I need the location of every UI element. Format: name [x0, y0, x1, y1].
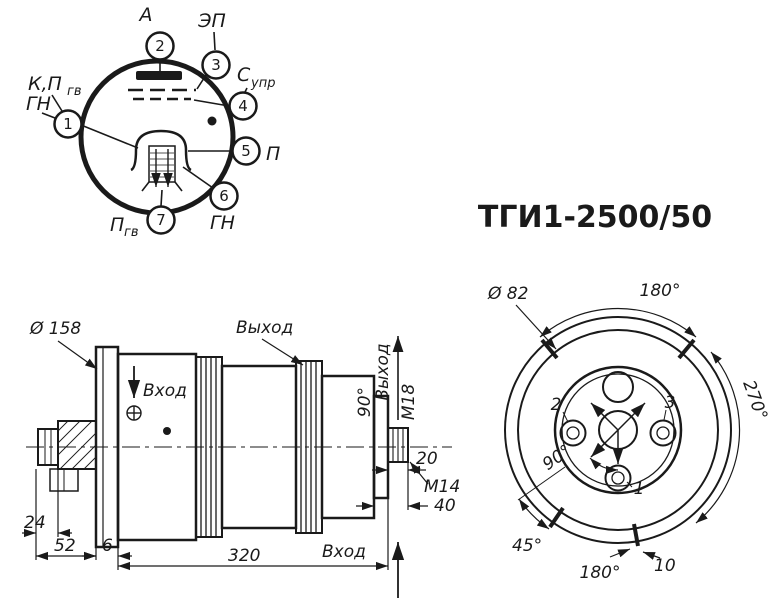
pin-1-number: 1 — [63, 115, 73, 133]
label-anode: А — [138, 4, 153, 26]
exhaust-tip — [602, 371, 634, 403]
ignitor-dot — [207, 116, 217, 126]
terminal-3-number: 3 — [665, 393, 676, 413]
pin-2-number: 2 — [155, 37, 165, 55]
dim-6-label: 6 — [102, 536, 113, 556]
pin-3-number: 3 — [211, 56, 221, 74]
label-ctrl-grid: С — [237, 64, 251, 86]
left-terminal — [37, 420, 97, 492]
label-gn6: ГН — [210, 212, 235, 234]
side-view: Ø 158 Выход Вход Выход 90° М18 20 М14 40… — [22, 318, 460, 598]
cathode-shield — [130, 129, 192, 172]
angle-45-label: 45° — [512, 536, 542, 556]
terminal-1-number: 1 — [634, 479, 645, 499]
m18-label: М18 — [399, 384, 419, 420]
dim-320-label: 320 — [228, 546, 260, 566]
terminal-2-number: 2 — [551, 395, 562, 415]
center-arrows — [590, 402, 646, 464]
label-cathode-sub: гв — [67, 84, 82, 99]
pin-7-number: 7 — [156, 211, 166, 229]
label-ctrl-grid-sub: упр — [250, 76, 275, 91]
pin-circles — [53, 31, 261, 235]
label-cathode: К,П — [28, 73, 62, 95]
internal-electrodes — [128, 71, 217, 192]
pin-6-number: 6 — [219, 187, 229, 205]
index-dot — [163, 427, 171, 435]
arc-180-top — [539, 307, 697, 338]
m14-label: М14 — [424, 477, 460, 497]
pinout-diagram: 1 2 3 4 5 6 7 А ЭП С упр П ГН П гв К,П г… — [26, 4, 280, 240]
terminals — [559, 419, 677, 492]
pin-7-circle — [146, 205, 176, 235]
pin-2-circle — [145, 31, 175, 61]
pin-leaders — [41, 31, 248, 207]
label-gn1: ГН — [26, 93, 51, 115]
dim-20-label: 20 — [416, 449, 438, 469]
angle-270-label: 270° — [738, 378, 771, 423]
dim-10-arrows — [609, 548, 661, 560]
arc-45-bl — [518, 498, 550, 530]
pin-5-circle — [231, 136, 261, 166]
arc-270-right — [695, 351, 741, 524]
pin-1-circle — [53, 109, 83, 139]
dim-10-label: 10 — [654, 556, 676, 576]
polarity-mark — [126, 405, 142, 421]
input-inner-label: Вход — [143, 381, 187, 401]
label-ep: ЭП — [197, 10, 226, 32]
pin-6-circle — [209, 181, 239, 211]
dim-20 — [372, 462, 426, 475]
output-top-label: Выход — [236, 318, 293, 338]
angle-180-top-label: 180° — [640, 281, 681, 301]
tube-envelope-circle — [78, 58, 236, 216]
anode-bar — [136, 71, 182, 80]
input-bottom-label: Вход — [322, 542, 366, 562]
dim-40-label: 40 — [434, 496, 456, 516]
outer-circle — [504, 316, 732, 544]
pin-4-circle — [228, 91, 258, 121]
dia-158-label: Ø 158 — [29, 319, 81, 339]
tube-body — [94, 345, 409, 549]
end-view: Ø 82 180° 270° 90° 45° 180° 10 2 3 1 — [487, 281, 771, 583]
dim-24-label: 24 — [24, 513, 46, 533]
dim-52-label: 52 — [54, 536, 76, 556]
dim-bottom — [22, 465, 389, 571]
arc-90 — [589, 457, 619, 474]
dim-40 — [356, 474, 428, 511]
pin-3-circle — [201, 50, 231, 80]
output-right-label: Выход — [373, 343, 393, 400]
angle-180-bottom-label: 180° — [580, 563, 621, 583]
label-p7-sub: гв — [124, 225, 139, 240]
label-p5: П — [266, 143, 280, 165]
body-circle — [553, 365, 683, 495]
label-p7: П — [110, 214, 124, 236]
pin-4-number: 4 — [238, 97, 248, 115]
keying-slots — [540, 338, 696, 547]
part-number-title: ТГИ1-2500/50 — [478, 200, 712, 235]
angle-90-label: 90° — [355, 387, 375, 417]
cathode-box — [148, 145, 176, 183]
dia-82-label: Ø 82 — [487, 284, 528, 304]
pin-5-number: 5 — [241, 142, 251, 160]
